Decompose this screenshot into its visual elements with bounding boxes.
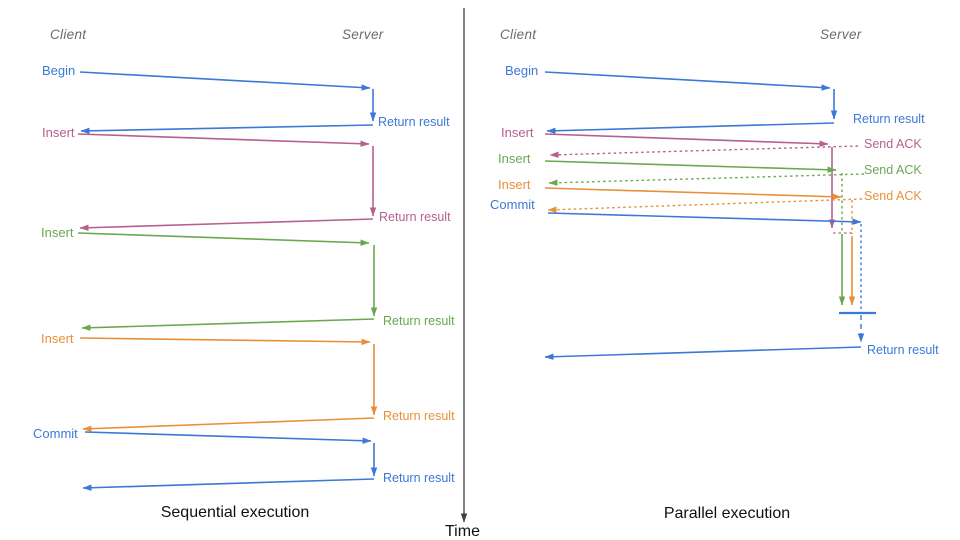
par-commit-request [547,212,862,225]
par-insert1-ack [549,145,859,158]
seq-return-begin: Return result [378,115,450,129]
seq-insert2-request [77,232,370,246]
seq-client-header: Client [50,27,87,42]
seq-commit-request [84,431,372,444]
par-return-begin: Return result [853,112,925,126]
seq-insert1-request [77,133,370,147]
par-op-insert1: Insert [501,125,534,140]
par-insert1-request [544,133,829,147]
seq-insert3-request [79,337,371,346]
par-ack-insert3: Send ACK [864,189,922,203]
seq-return-insert1: Return result [379,210,451,224]
seq-begin-request [79,71,371,91]
seq-op-insert2: Insert [41,225,74,240]
par-caption: Parallel execution [663,505,791,522]
seq-insert3-return [82,417,375,432]
seq-op-commit: Commit [33,426,78,441]
par-op-begin: Begin [505,63,539,78]
seq-return-insert3: Return result [383,409,455,423]
par-op-commit: Commit [490,197,535,212]
seq-insert2-return [81,318,375,331]
seq-op-begin: Begin [42,63,76,78]
par-insert3-request [544,187,842,200]
par-begin-return [546,122,835,134]
seq-op-insert1: Insert [42,125,75,140]
seq-op-insert3: Insert [41,331,74,346]
seq-server-header: Server [342,27,384,42]
par-client-header: Client [500,27,537,42]
par-insert2-request [544,160,837,173]
par-server-header: Server [820,27,862,42]
seq-insert1-return [79,218,374,231]
seq-return-insert2: Return result [383,314,455,328]
seq-caption: Sequential execution [160,504,310,521]
seq-return-commit: Return result [383,471,455,485]
seq-commit-return [82,478,375,491]
par-begin-request [544,71,831,91]
seq-begin-return [80,124,374,135]
par-ack-insert1: Send ACK [864,137,922,151]
par-insert3-ack [547,198,863,213]
par-commit-return [544,346,862,360]
par-return-commit: Return result [867,343,939,357]
par-ack-insert2: Send ACK [864,163,922,177]
time-axis-label: Time [445,523,480,540]
par-insert2-ack [548,173,865,186]
par-op-insert2: Insert [498,151,531,166]
par-op-insert3: Insert [498,177,531,192]
